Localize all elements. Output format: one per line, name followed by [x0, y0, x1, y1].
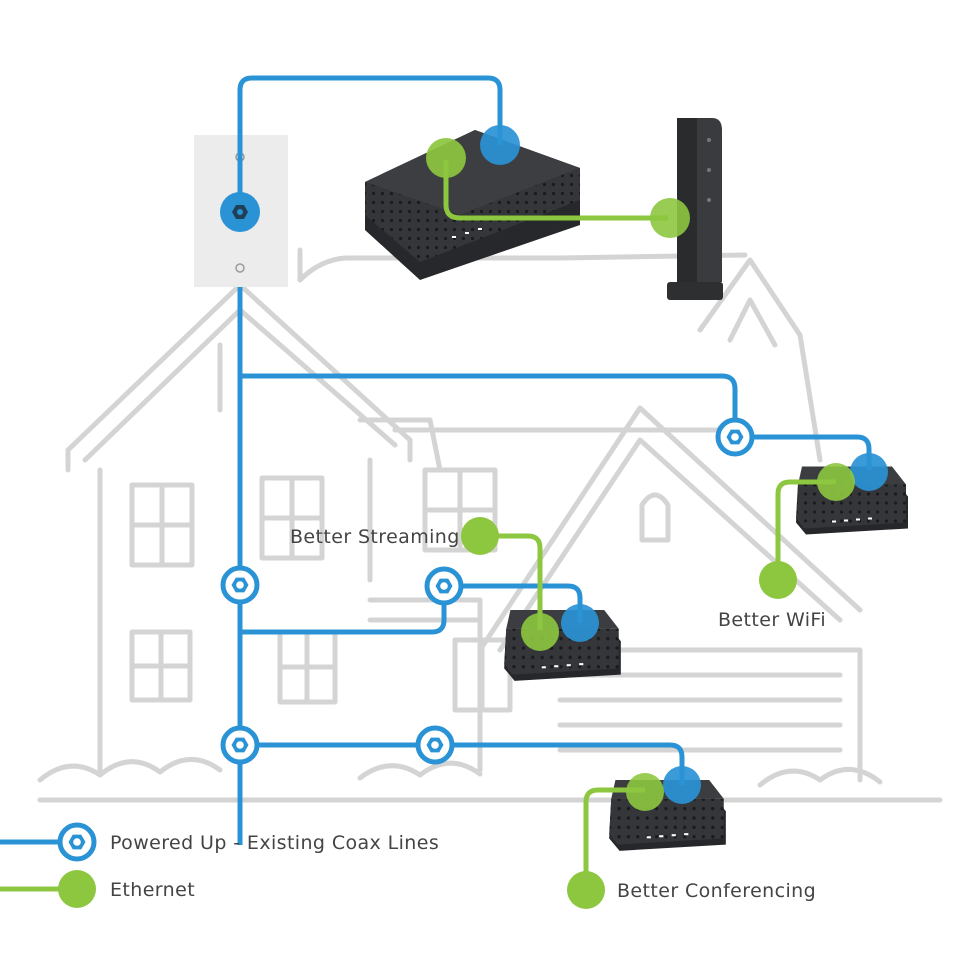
coax-connector-icon	[223, 728, 257, 762]
legend-coax-label: Powered Up - Existing Coax Lines	[110, 832, 439, 854]
ethernet-port-marker	[650, 198, 690, 238]
coax-connector-icon	[223, 568, 257, 602]
legend-coax-icon	[60, 825, 94, 859]
coax-port-marker	[850, 453, 888, 491]
ethernet-endpoints	[461, 517, 797, 909]
coax-connectors	[220, 192, 752, 762]
device-port-markers	[426, 125, 888, 811]
label-better-conferencing: Better Conferencing	[617, 880, 816, 902]
legend-ethernet-label: Ethernet	[110, 879, 195, 901]
cable-modem	[667, 118, 723, 300]
ethernet-port-marker	[521, 613, 559, 651]
ethernet-dot-icon	[567, 871, 605, 909]
label-better-streaming: Better Streaming	[290, 526, 460, 548]
ethernet-dot-icon	[461, 517, 499, 555]
legend: Powered Up - Existing Coax Lines Etherne…	[0, 825, 439, 908]
label-better-wifi: Better WiFi	[718, 609, 826, 631]
ethernet-port-marker	[817, 463, 855, 501]
main-moca-adapter	[365, 130, 580, 280]
coax-port-marker	[663, 766, 701, 804]
coax-connector-icon	[418, 728, 452, 762]
legend-ethernet-icon	[58, 870, 96, 908]
coax-connector-icon	[427, 569, 461, 603]
coax-port-marker	[480, 125, 520, 165]
ethernet-port-marker	[426, 138, 466, 178]
coax-connector-icon	[718, 420, 752, 454]
ethernet-lines	[443, 160, 836, 890]
ethernet-dot-icon	[759, 561, 797, 599]
ethernet-port-marker	[626, 773, 664, 811]
coax-port-marker	[561, 604, 599, 642]
wall-plate-coax-icon	[220, 192, 260, 232]
